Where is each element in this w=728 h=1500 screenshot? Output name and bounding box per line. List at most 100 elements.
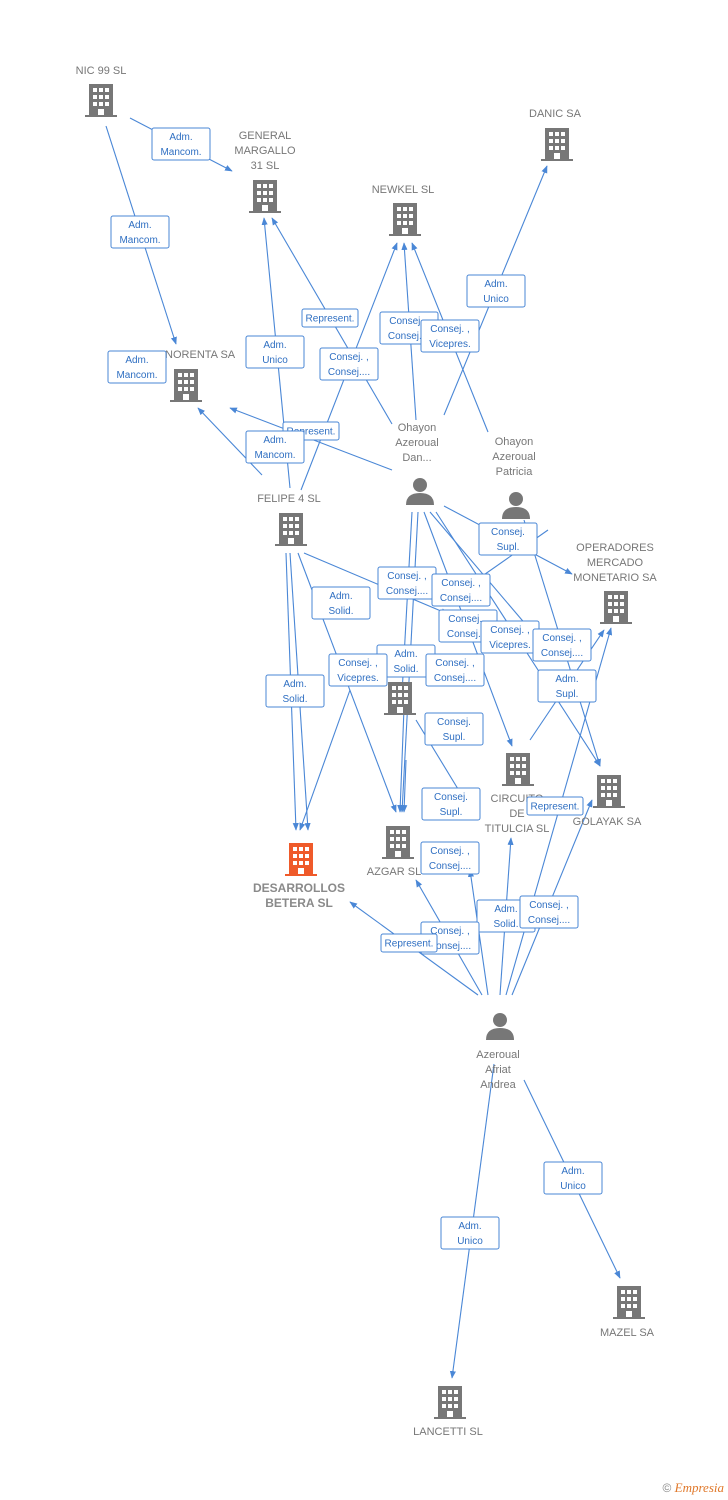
relation-label-text: Consej. ,: [329, 352, 368, 363]
building-icon[interactable]: [249, 180, 281, 213]
relation-label-text: Consej. ,: [441, 578, 480, 589]
building-icon[interactable]: [613, 1286, 645, 1319]
node-label[interactable]: Azeroual: [395, 437, 438, 449]
relation-label-text: Vicepres.: [489, 640, 531, 651]
person-icon[interactable]: [486, 1013, 514, 1040]
relation-label-text: Consej. ,: [542, 633, 581, 644]
relation-label-text: Unico: [262, 355, 288, 366]
node-label[interactable]: NIC 99 SL: [76, 65, 127, 77]
relation-label: Adm.Unico: [440, 1216, 500, 1250]
relation-label-box: [537, 669, 597, 703]
building-icon[interactable]: [382, 826, 414, 859]
relation-label: Adm.Mancom.: [151, 127, 211, 161]
relation-label-text: Vicepres.: [337, 673, 379, 684]
building-icon[interactable]: [275, 513, 307, 546]
relation-label-text: Solid.: [282, 694, 307, 705]
node-label[interactable]: Patricia: [496, 466, 534, 478]
building-icon[interactable]: [600, 591, 632, 624]
relation-label: Consej. , Consej....: [431, 573, 491, 607]
node-ohayon_dan[interactable]: OhayonAzeroualDan...: [395, 422, 439, 505]
node-nic99[interactable]: NIC 99 SL: [76, 65, 127, 117]
relation-label-text: Consej. ,: [529, 900, 568, 911]
building-icon[interactable]: [593, 775, 625, 808]
relation-label: Consej. ,Consej....: [377, 566, 437, 600]
building-icon[interactable]: [170, 369, 202, 402]
node-label[interactable]: AZGAR SL: [367, 866, 421, 878]
relation-label-text: Adm.: [125, 355, 148, 366]
building-icon[interactable]: [541, 128, 573, 161]
building-icon[interactable]: [384, 682, 416, 715]
person-icon[interactable]: [406, 478, 434, 505]
relation-label: Consej. ,Vicepres.: [420, 319, 480, 353]
node-label[interactable]: Ohayon: [495, 436, 534, 448]
relation-label-box: [532, 628, 592, 662]
relation-label-text: Consej.: [434, 792, 468, 803]
node-label[interactable]: OPERADORES: [576, 542, 654, 554]
building-icon[interactable]: [502, 753, 534, 786]
node-newkel[interactable]: NEWKEL SL: [372, 184, 435, 236]
relation-label-text: Consej. ,: [430, 846, 469, 857]
relation-label-text: Consej....: [447, 629, 489, 640]
relation-label-text: Consej....: [386, 586, 428, 597]
node-label[interactable]: GENERAL: [239, 130, 292, 142]
building-icon[interactable]: [434, 1386, 466, 1419]
relation-label-box: [424, 712, 484, 746]
node-label[interactable]: MERCADO: [587, 557, 644, 569]
node-label[interactable]: Ohayon: [398, 422, 437, 434]
node-label[interactable]: Azeroual: [492, 451, 535, 463]
node-label[interactable]: Dan...: [402, 452, 431, 464]
empresia-logo[interactable]: Empresia: [674, 1480, 724, 1495]
node-label[interactable]: LANCETTI SL: [413, 1426, 483, 1438]
node-label[interactable]: GOLAYAK SA: [573, 816, 642, 828]
node-unnamed[interactable]: [384, 682, 416, 715]
node-lancetti[interactable]: LANCETTI SL: [413, 1386, 483, 1438]
building-icon[interactable]: [285, 843, 317, 876]
relation-label-text: Unico: [560, 1181, 586, 1192]
building-icon[interactable]: [85, 84, 117, 117]
relation-label-text: Represent.: [306, 314, 355, 325]
relation-label: Represent.: [526, 796, 584, 816]
node-label[interactable]: DE: [509, 808, 524, 820]
node-operadores[interactable]: OPERADORES MERCADO MONETARIO SA: [573, 542, 657, 624]
node-label[interactable]: 31 SL: [251, 160, 280, 172]
node-label[interactable]: NEWKEL SL: [372, 184, 435, 196]
relation-label-box: [151, 127, 211, 161]
node-label[interactable]: TITULCIA SL: [485, 823, 550, 835]
node-danic[interactable]: DANIC SA: [529, 108, 582, 161]
relation-label-text: Adm.: [329, 591, 352, 602]
node-label[interactable]: BETERA SL: [265, 896, 333, 910]
node-label[interactable]: DESARROLLOS: [253, 881, 345, 895]
node-label[interactable]: Andrea: [480, 1079, 516, 1091]
relation-label: Adm.Supl.: [537, 669, 597, 703]
node-label[interactable]: MONETARIO SA: [573, 572, 657, 584]
relation-label-box: [328, 653, 388, 687]
relation-label-text: Consej....: [440, 593, 482, 604]
relation-label-text: Represent.: [385, 939, 434, 950]
node-golayak[interactable]: GOLAYAK SA: [573, 775, 642, 828]
relation-label-text: Mancom.: [116, 370, 157, 381]
relation-label-text: Adm.: [263, 340, 286, 351]
relation-label-text: Represent.: [531, 802, 580, 813]
node-mazel[interactable]: MAZEL SA: [600, 1286, 655, 1339]
node-label[interactable]: FELIPE 4 SL: [257, 493, 321, 505]
node-label[interactable]: MAZEL SA: [600, 1327, 655, 1339]
relation-label: Adm. Unico: [543, 1161, 603, 1195]
relation-label-text: Adm.: [561, 1166, 584, 1177]
relation-edge: [401, 759, 408, 813]
node-label[interactable]: MARGALLO: [234, 145, 296, 157]
node-felipe[interactable]: FELIPE 4 SL: [257, 493, 321, 546]
node-azgar[interactable]: AZGAR SL: [367, 826, 421, 878]
node-label[interactable]: DANIC SA: [529, 108, 582, 120]
node-label[interactable]: Azeroual: [476, 1049, 519, 1061]
relation-label: Adm. Unico: [245, 335, 305, 369]
person-icon[interactable]: [502, 492, 530, 519]
node-label[interactable]: Afriat: [485, 1064, 511, 1076]
node-general[interactable]: GENERAL MARGALLO 31 SL: [234, 130, 296, 213]
relation-label-text: Adm.: [394, 649, 417, 660]
relation-label-box: [431, 573, 491, 607]
building-icon[interactable]: [389, 203, 421, 236]
